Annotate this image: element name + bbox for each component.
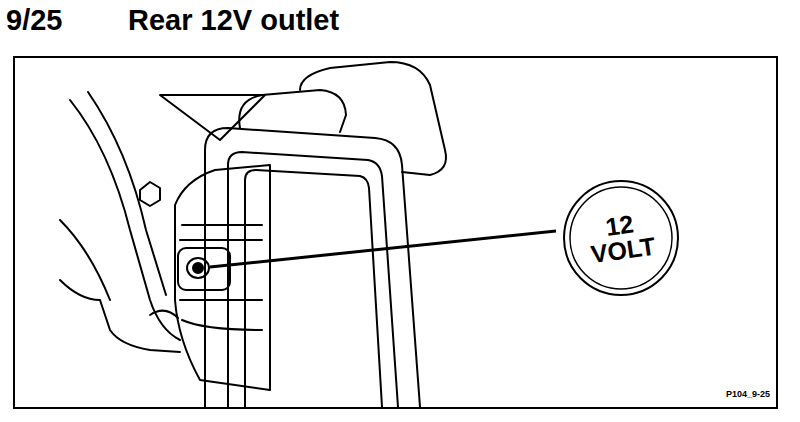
badge-text: 12 VOLT: [585, 209, 656, 268]
section-number: 9/25: [6, 4, 62, 36]
seat-drawing: [60, 62, 446, 407]
figure-code: P104_9-25: [726, 389, 770, 400]
section-title: Rear 12V outlet: [128, 4, 339, 36]
callout-badge: 12 VOLT: [571, 188, 671, 288]
frame: [14, 57, 777, 408]
callout-circle: [564, 181, 678, 295]
leader-line: [210, 231, 556, 267]
callout-ring: [570, 187, 672, 289]
